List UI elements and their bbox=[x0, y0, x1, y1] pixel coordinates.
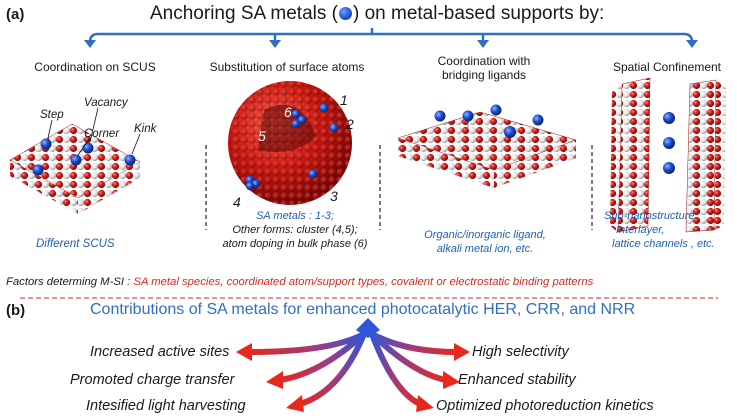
sphere-number-6: 6 bbox=[284, 104, 292, 120]
heading-bridging-ligands: Coordination with bridging ligands bbox=[404, 54, 564, 82]
label-vacancy: Vacancy bbox=[84, 97, 128, 109]
label-kink: Kink bbox=[134, 123, 157, 135]
label-step: Step bbox=[40, 109, 64, 121]
sphere-atom-2 bbox=[329, 123, 339, 133]
sphere-number-3: 3 bbox=[330, 188, 338, 204]
caption-ligand-line1: Organic/inorganic ligand, bbox=[424, 229, 546, 241]
panel-b-label: (b) bbox=[6, 302, 26, 319]
sphere-number-4: 4 bbox=[233, 194, 241, 210]
ligand-lattice-slab bbox=[397, 104, 577, 188]
sa-metal-dot-icon bbox=[338, 7, 352, 20]
caption-confinement-line3: lattice channels , etc. bbox=[612, 238, 715, 250]
heading-spatial-confinement: Spatial Confinement bbox=[612, 60, 722, 74]
substitution-sphere bbox=[228, 81, 352, 205]
contribution-enhanced-stability: Enhanced stability bbox=[458, 372, 576, 388]
caption-substitution: SA metals : 1-3; Other forms: cluster (4… bbox=[212, 209, 378, 251]
fan-arrows bbox=[236, 318, 470, 412]
scus-atom-vacancy bbox=[82, 142, 94, 154]
title-part-1: Anchoring SA metals ( bbox=[150, 3, 338, 24]
caption-different-scus: Different SCUS bbox=[36, 238, 115, 250]
scus-lattice-slab bbox=[9, 107, 141, 214]
factors-line: Factors determing M-SI : SA metal specie… bbox=[6, 275, 593, 289]
scus-atom-corner bbox=[70, 154, 82, 166]
heading-coordination-scus: Coordination on SCUS bbox=[34, 60, 156, 74]
bracket-connector bbox=[88, 28, 694, 43]
contribution-promoted-charge-transfer: Promoted charge transfer bbox=[70, 372, 235, 388]
panel-b-title: Contributions of SA metals for enhanced … bbox=[90, 301, 636, 318]
sphere-atom-1 bbox=[319, 103, 329, 113]
caption-confinement-line2: Interlayer, bbox=[616, 224, 665, 236]
sphere-number-5: 5 bbox=[258, 128, 266, 144]
caption-sub-nanostructure: Sub-nanostructure: Interlayer, lattice c… bbox=[604, 209, 736, 251]
label-corner: Corner bbox=[84, 128, 120, 140]
caption-ligand-line2: alkali metal ion, etc. bbox=[436, 243, 534, 255]
contribution-light-harvesting: Intesified light harvesting bbox=[86, 398, 246, 414]
factors-prefix: Factors determing M-SI : bbox=[6, 276, 134, 288]
contribution-optimized-kinetics: Optimized photoreduction kinetics bbox=[436, 398, 654, 414]
sphere-cluster-4 bbox=[245, 175, 261, 191]
sphere-cluster-6 bbox=[291, 109, 307, 129]
panel-a-title: Anchoring SA metals ( ) on metal-based su… bbox=[150, 3, 604, 25]
sphere-atom-3 bbox=[308, 169, 318, 179]
confined-sa-atoms bbox=[663, 112, 675, 174]
contribution-high-selectivity: High selectivity bbox=[472, 344, 569, 360]
caption-atom-doping: atom doping in bulk phase (6) bbox=[222, 238, 368, 250]
heading-bridging-line2: bridging ligands bbox=[441, 68, 527, 82]
caption-ligand: Organic/inorganic ligand, alkali metal i… bbox=[410, 228, 560, 256]
title-part-2: ) on metal-based supports by: bbox=[352, 3, 605, 24]
column-separators bbox=[205, 145, 593, 230]
bracket-arrowheads bbox=[84, 40, 698, 48]
heading-bridging-line1: Coordination with bbox=[437, 54, 531, 68]
sphere-number-2: 2 bbox=[346, 116, 354, 132]
sphere-number-1: 1 bbox=[340, 92, 348, 108]
factors-text: SA metal species, coordinated atom/suppo… bbox=[133, 276, 594, 288]
caption-other-forms: Other forms: cluster (4,5); bbox=[232, 224, 358, 236]
panel-a-label: (a) bbox=[6, 6, 25, 23]
contribution-increased-active-sites: Increased active sites bbox=[90, 344, 230, 360]
heading-substitution: Substitution of surface atoms bbox=[209, 60, 365, 74]
scus-atom-step bbox=[40, 138, 52, 150]
confinement-layer-left bbox=[610, 77, 651, 233]
scus-atom-kink bbox=[124, 154, 136, 166]
caption-sa-metals: SA metals : 1-3; bbox=[256, 210, 334, 222]
confinement-layer-right bbox=[685, 79, 726, 233]
caption-confinement-line1: Sub-nanostructure: bbox=[604, 210, 698, 222]
scus-atom-edge bbox=[32, 164, 44, 176]
